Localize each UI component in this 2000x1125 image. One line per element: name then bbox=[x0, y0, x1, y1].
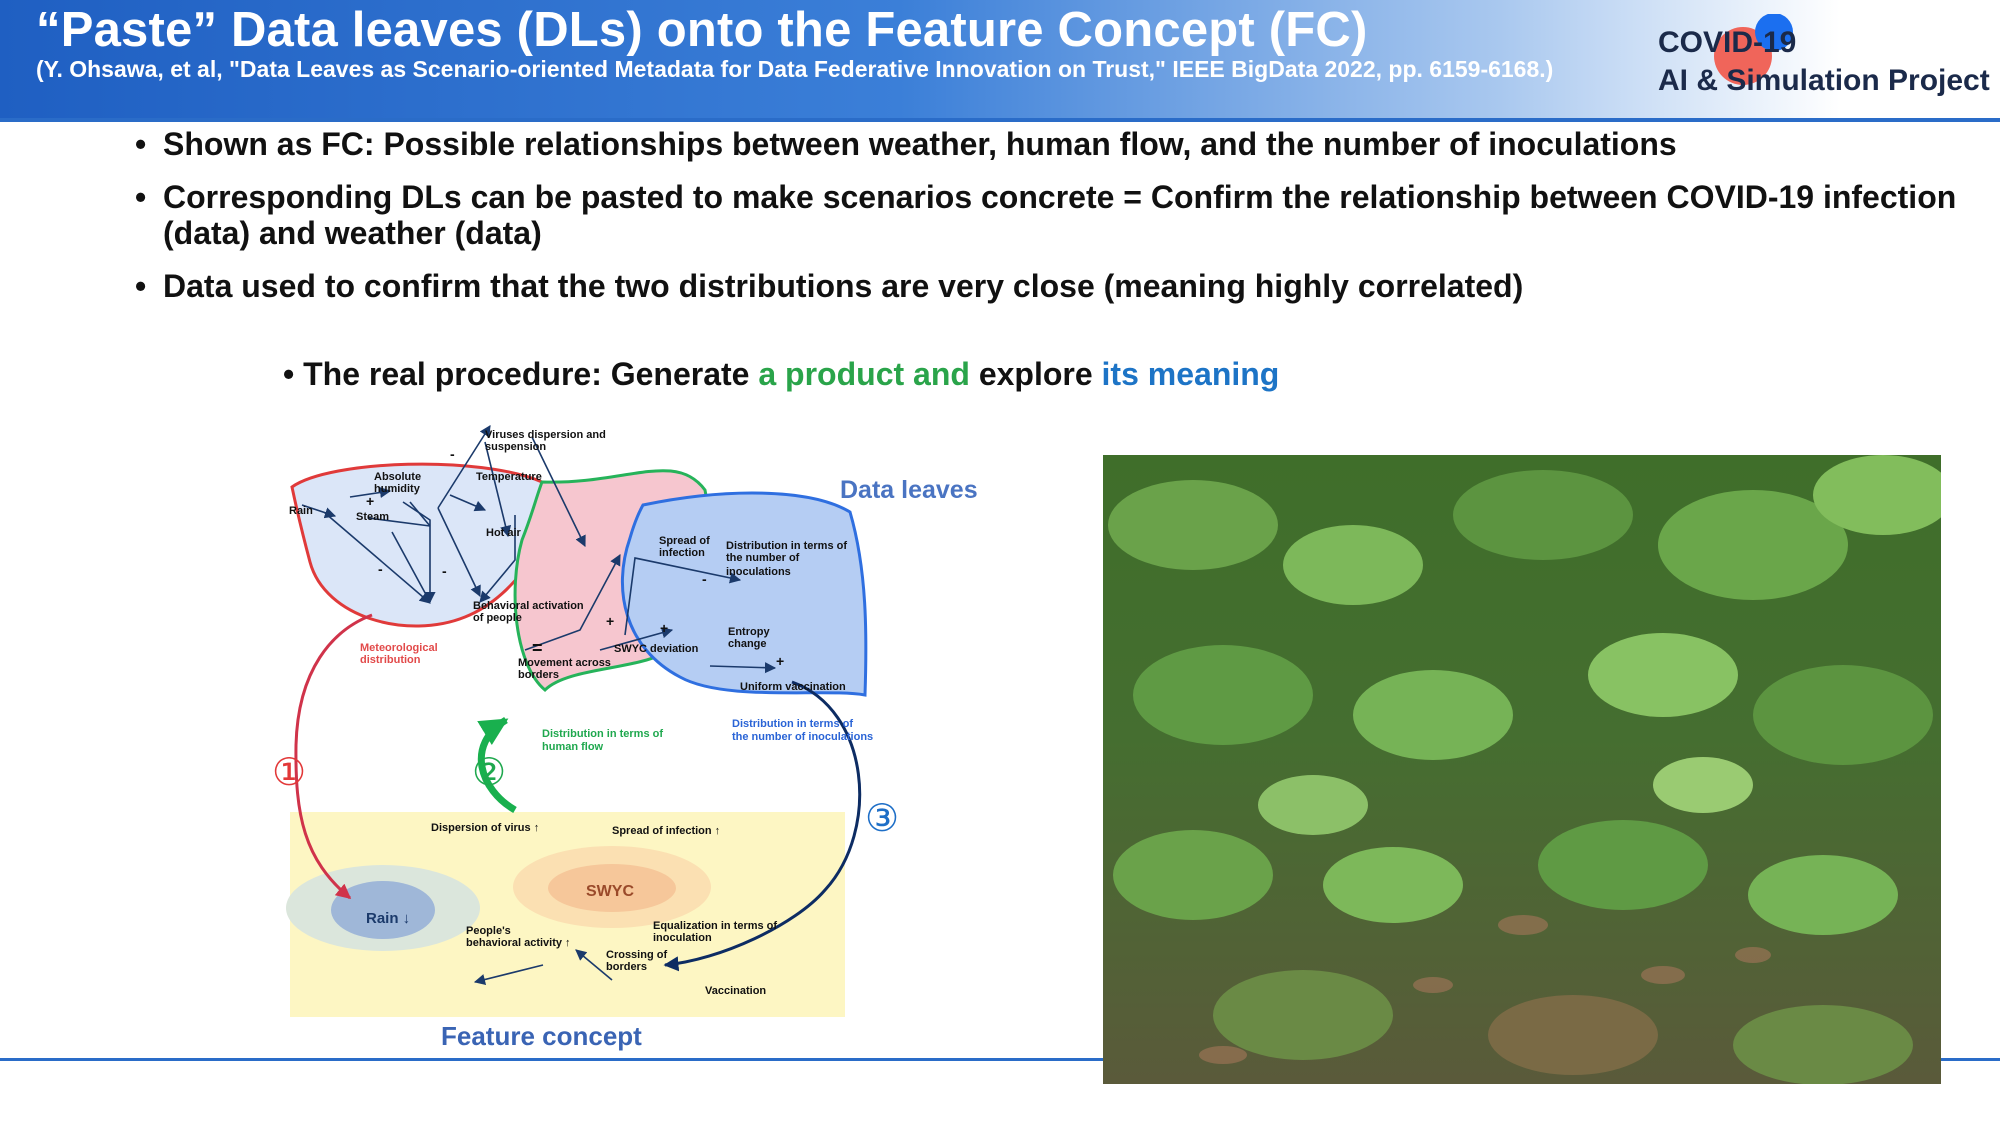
bullet-text: Data used to confirm that the two distri… bbox=[163, 268, 1524, 304]
rain-ellipse-inner bbox=[331, 881, 435, 939]
sub-bullet: • The real procedure: Generate a product… bbox=[283, 356, 1279, 393]
sign-minus: - bbox=[442, 563, 447, 579]
label-spread-2: infection bbox=[659, 547, 705, 559]
swyc-ellipse-inner bbox=[548, 864, 676, 912]
project-logo-icon bbox=[1714, 14, 1793, 85]
label-spread-1: Spread of bbox=[659, 535, 710, 547]
data-leaves-label: Data leaves bbox=[840, 476, 978, 504]
slide-title: “Paste” Data leaves (DLs) onto the Featu… bbox=[36, 3, 1368, 57]
header-rule bbox=[0, 118, 2000, 122]
step-1-marker: ① bbox=[272, 752, 306, 794]
step-2-marker: ② bbox=[472, 752, 506, 794]
bullet-dot-icon: • bbox=[135, 179, 147, 215]
fc-people-1: People's bbox=[466, 925, 511, 937]
fc-spread: Spread of infection ↑ bbox=[612, 825, 720, 837]
fc-people-2: behavioral activity ↑ bbox=[466, 937, 571, 949]
bullet-text: Corresponding DLs can be pasted to make … bbox=[163, 179, 1957, 251]
label-entropy-1: Entropy bbox=[728, 626, 770, 638]
citation: (Y. Ohsawa, et al, "Data Leaves as Scena… bbox=[36, 56, 1554, 82]
fc-dispersion: Dispersion of virus ↑ bbox=[431, 822, 539, 834]
bullet-list: • Shown as FC: Possible relationships bet… bbox=[135, 126, 1985, 321]
step-3-marker: ③ bbox=[865, 798, 899, 840]
sign-plus: + bbox=[606, 613, 614, 629]
label-entropy-2: change bbox=[728, 638, 767, 650]
label-dist-1: Distribution in terms of bbox=[726, 540, 847, 552]
label-behavioral-2: of people bbox=[473, 612, 522, 624]
label-viruses-2: suspension bbox=[485, 441, 546, 453]
caption-meteorological-2: distribution bbox=[360, 654, 421, 666]
forest-photo bbox=[1103, 455, 1941, 1084]
data-leaves-diagram: Viruses dispersion and suspension Absolu… bbox=[272, 425, 978, 1051]
fc-rain: Rain ↓ bbox=[366, 910, 410, 927]
logo-line-2: AI & Simulation Project bbox=[1658, 64, 1990, 97]
fc-equalization-2: inoculation bbox=[653, 932, 712, 944]
footer-rule bbox=[1941, 1058, 2000, 1061]
bullet-dot-icon: • bbox=[135, 268, 147, 304]
sub-bullet-highlight-blue: its meaning bbox=[1101, 356, 1280, 392]
fc-vaccination: Vaccination bbox=[705, 985, 766, 997]
bullet-dot-icon: • bbox=[135, 126, 147, 162]
bullet-dot-icon: • bbox=[283, 356, 304, 392]
label-swyc-deviation: SWYC deviation bbox=[614, 643, 699, 655]
inoculation-leaf bbox=[620, 491, 868, 697]
fc-swyc: SWYC bbox=[586, 883, 634, 900]
caption-meteorological-1: Meteorological bbox=[360, 642, 438, 654]
bullet-item: • Data used to confirm that the two distr… bbox=[135, 268, 1985, 304]
label-hot-air: Hot air bbox=[486, 527, 522, 539]
caption-inoculations-1: Distribution in terms of bbox=[732, 718, 853, 730]
label-absolute-1: Absolute bbox=[374, 471, 421, 483]
sign-plus: + bbox=[776, 653, 784, 669]
bullet-text: Shown as FC: Possible relationships betw… bbox=[163, 126, 1677, 162]
label-temperature: Temperature bbox=[476, 471, 542, 483]
label-viruses-1: Viruses dispersion and bbox=[485, 429, 606, 441]
bullet-item: • Corresponding DLs can be pasted to make… bbox=[135, 179, 1985, 251]
label-behavioral-1: Behavioral activation bbox=[473, 600, 584, 612]
sign-plus: + bbox=[660, 620, 668, 636]
feature-concept-label: Feature concept bbox=[441, 1021, 642, 1051]
sign-minus: - bbox=[378, 561, 383, 577]
sign-minus: - bbox=[450, 446, 455, 462]
footer-rule bbox=[0, 1058, 1103, 1061]
fc-equalization-1: Equalization in terms of bbox=[653, 920, 777, 932]
label-movement-1: Movement across bbox=[518, 657, 611, 669]
bullet-item: • Shown as FC: Possible relationships bet… bbox=[135, 126, 1985, 162]
label-dist-3: inoculations bbox=[726, 566, 791, 578]
label-uniform-vaccination: Uniform vaccination bbox=[740, 681, 846, 693]
fc-crossing-2: borders bbox=[606, 961, 647, 973]
project-logo-text: COVID-19 AI & Simulation Project bbox=[1658, 24, 1990, 100]
sign-plus: + bbox=[366, 493, 374, 509]
label-absolute-2: humidity bbox=[374, 483, 421, 495]
sign-minus: - bbox=[702, 571, 707, 587]
sub-bullet-highlight-green: a product and bbox=[758, 356, 970, 392]
title-banner bbox=[0, 0, 2000, 118]
sub-bullet-text-1: The real procedure: Generate bbox=[303, 356, 759, 392]
sign-equals: = bbox=[532, 638, 543, 658]
label-movement-2: borders bbox=[518, 669, 559, 681]
caption-human-flow-2: human flow bbox=[542, 741, 604, 753]
label-dist-2: the number of bbox=[726, 552, 800, 564]
fc-crossing-1: Crossing of bbox=[606, 949, 667, 961]
sub-bullet-text-2: explore bbox=[969, 356, 1102, 392]
caption-human-flow-1: Distribution in terms of bbox=[542, 728, 663, 740]
logo-line-1: COVID-19 bbox=[1658, 26, 1797, 59]
label-rain: Rain bbox=[289, 505, 313, 517]
label-steam: Steam bbox=[356, 511, 389, 523]
caption-inoculations-2: the number of inoculations bbox=[732, 731, 873, 743]
